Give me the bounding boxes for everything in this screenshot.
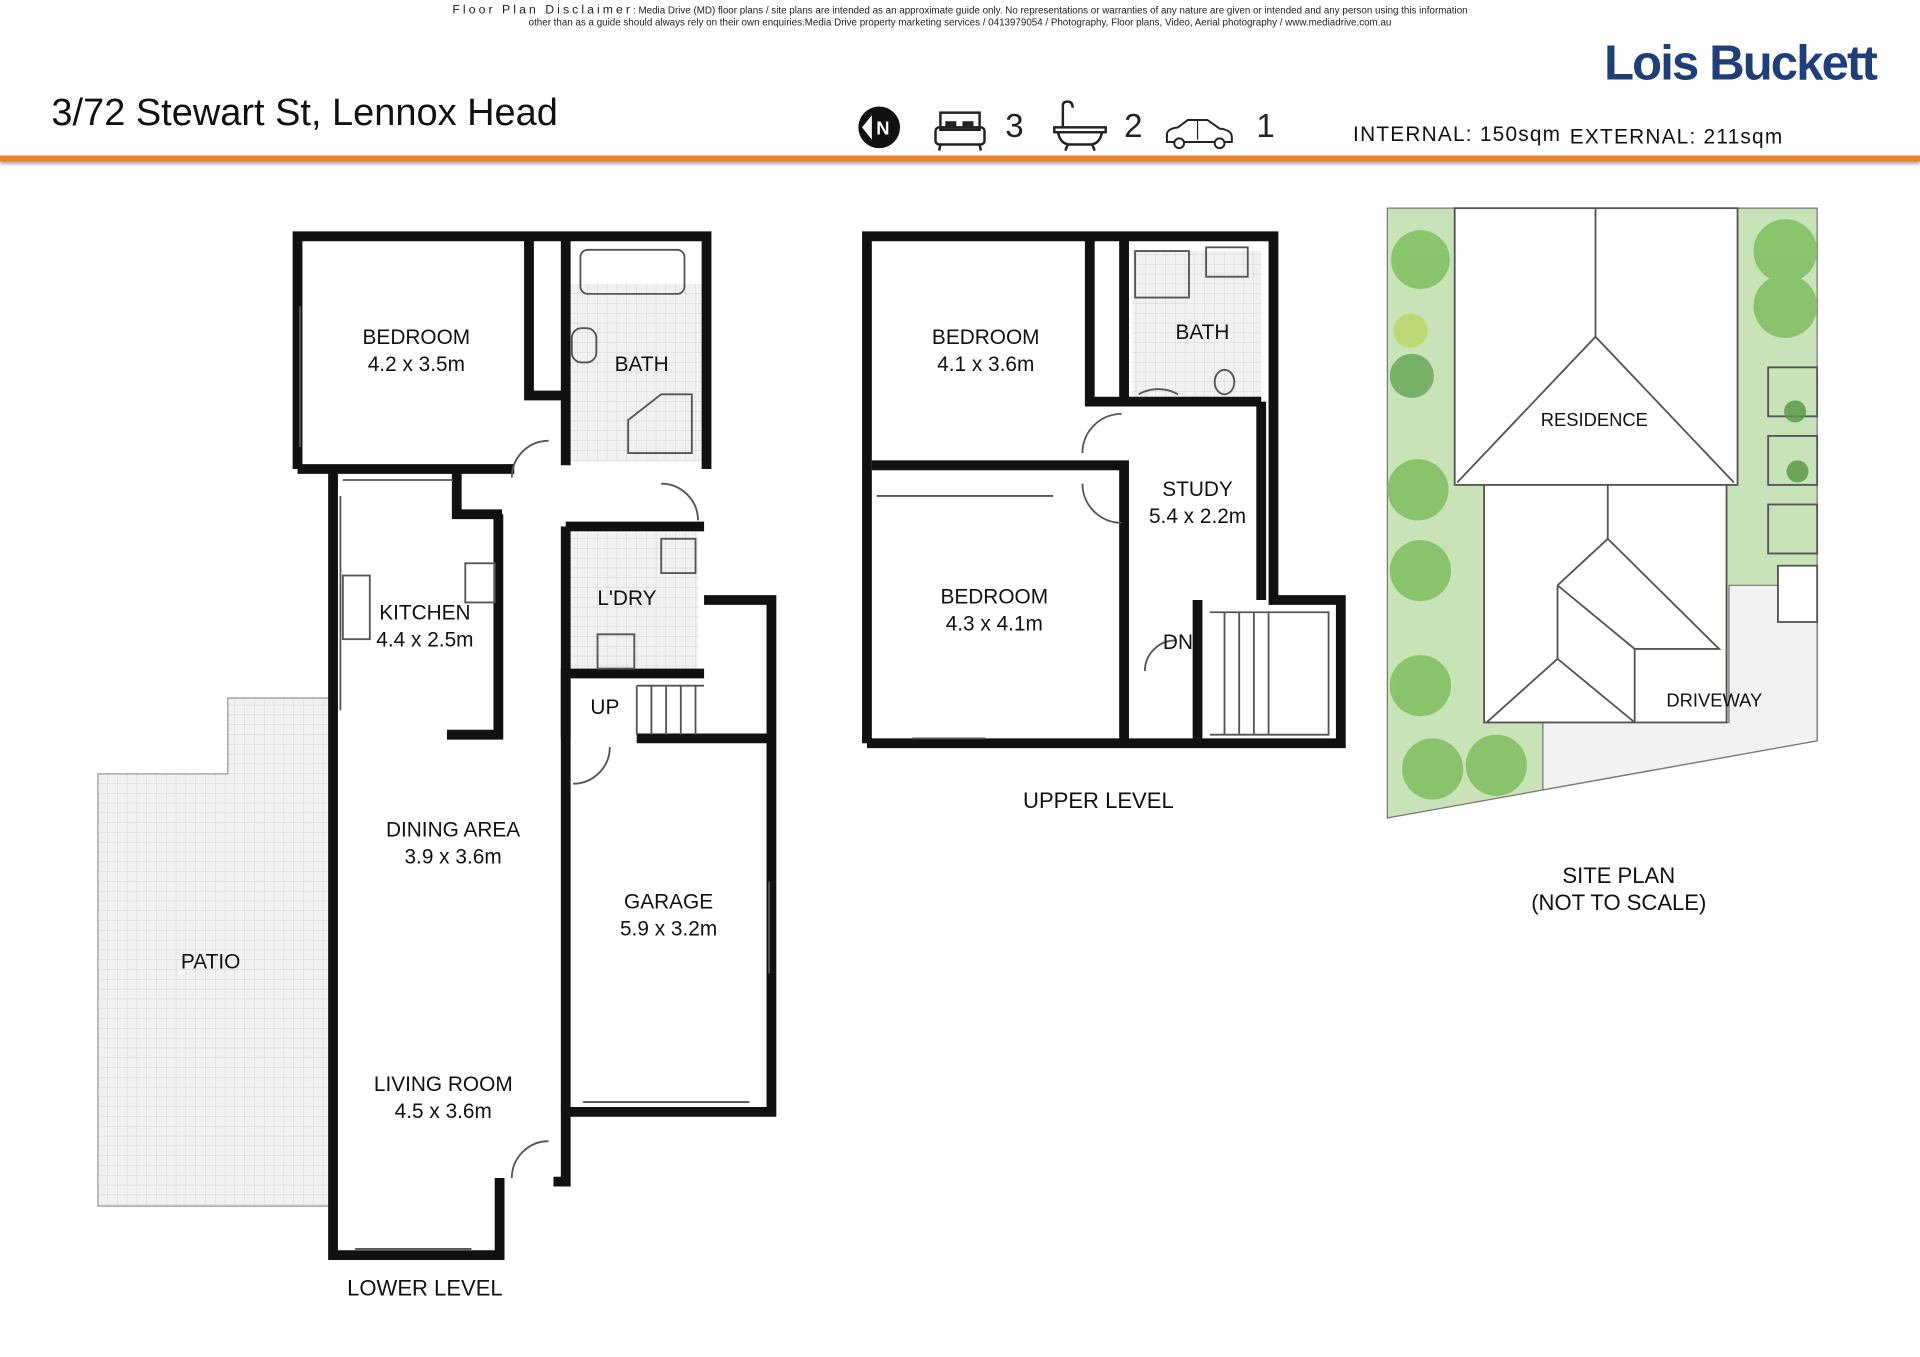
driveway-label: DRIVEWAY: [1666, 690, 1763, 712]
bedroom-count: 3: [1005, 107, 1024, 145]
disclaimer-heading: Floor Plan Disclaimer: [452, 3, 634, 18]
laundry-label: L'DRY: [597, 586, 657, 610]
lower-level-title: LOWER LEVEL: [347, 1275, 503, 1301]
car-space-count: 1: [1256, 107, 1275, 145]
stairs-down-label: DN: [1162, 630, 1193, 654]
north-compass-icon: N: [858, 106, 901, 149]
tree-icons: [1387, 219, 1818, 800]
upper-bath-label: BATH: [1175, 320, 1230, 345]
bathroom-count: 2: [1124, 107, 1143, 145]
bed-icon: [934, 111, 986, 151]
upper-level-title: UPPER LEVEL: [1023, 788, 1174, 814]
external-label: EXTERNAL:: [1569, 124, 1697, 149]
property-address: 3/72 Stewart St, Lennox Head: [51, 90, 558, 134]
car-icon: [1165, 119, 1233, 150]
external-value: 211sqm: [1703, 124, 1784, 149]
site-plan-title: SITE PLAN(NOT TO SCALE): [1531, 863, 1707, 915]
disclaimer-line2: other than as a guide should always rely…: [528, 17, 1392, 29]
internal-label: INTERNAL:: [1353, 122, 1473, 146]
stairs-up-label: UP: [590, 695, 620, 719]
site-plan-drawing: [1386, 207, 1819, 819]
disclaimer: Floor Plan Disclaimer: Media Drive (MD) …: [0, 3, 1920, 29]
lower-level-plan: [97, 231, 777, 1261]
upper-level-plan: [862, 231, 1346, 749]
external-area: EXTERNAL: 211sqm: [1570, 125, 1784, 149]
internal-area: INTERNAL: 150sqm: [1353, 122, 1561, 146]
bath-icon: [1053, 100, 1107, 152]
lower-bath-label: BATH: [614, 352, 669, 376]
disclaimer-line1: : Media Drive (MD) floor plans / site pl…: [633, 4, 1468, 16]
residence-label: RESIDENCE: [1540, 410, 1648, 432]
svg-text:N: N: [876, 118, 889, 139]
agency-logo: Lois Buckett: [1604, 36, 1878, 91]
patio-label: PATIO: [180, 950, 241, 974]
internal-value: 150sqm: [1479, 122, 1562, 146]
accent-divider: [0, 155, 1920, 162]
